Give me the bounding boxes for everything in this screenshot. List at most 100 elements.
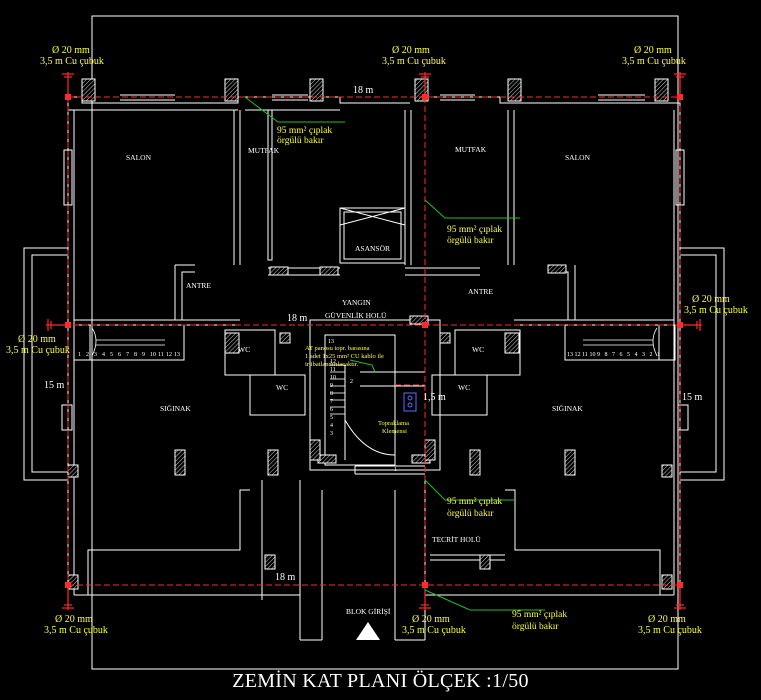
rod-tr-len: 3,5 m Cu çubuk	[622, 56, 686, 67]
dim-mid-short: 1,5 m	[423, 392, 446, 403]
room-salon-right: SALON	[565, 153, 591, 162]
rod-bc-dia: Ø 20 mm	[412, 614, 450, 625]
stair-step-number: 5	[330, 415, 333, 421]
at-note-1: AT panosu topr. barasına	[305, 345, 370, 352]
cond-2-l1: 95 mm² çıplak	[447, 225, 502, 235]
stair-step-number: 2	[350, 379, 353, 385]
room-antre-right: ANTRE	[468, 287, 493, 296]
stair-step-number: 8	[605, 352, 608, 358]
rod-tl-dia: Ø 20 mm	[52, 45, 90, 56]
rod-bc-len: 3,5 m Cu çubuk	[402, 625, 466, 636]
stair-step-number: 5	[110, 352, 113, 358]
cond-1-l1: 95 mm² çıplak	[277, 126, 332, 136]
stair-step-number: 5	[627, 352, 630, 358]
stair-step-number: 12	[575, 352, 581, 358]
cond-3-l2: örgülü bakır	[447, 509, 494, 519]
stair-step-number: 13	[328, 339, 334, 345]
grounding-nodes	[65, 94, 683, 588]
drawing-title: ZEMİN KAT PLANI ÖLÇEK :1/50	[232, 670, 529, 692]
stair-step-number: 3	[94, 352, 97, 358]
cond-1-l2: örgülü bakır	[277, 136, 324, 146]
room-mutfak-right: MUTFAK	[455, 145, 487, 154]
grounding-ring	[46, 96, 700, 586]
stair-step-number: 12	[330, 359, 336, 365]
stair-step-number: 7	[330, 399, 333, 405]
stair-step-number: 7	[612, 352, 615, 358]
room-yangin: YANGIN	[342, 298, 371, 307]
rod-bl-dia: Ø 20 mm	[55, 614, 93, 625]
stair-step-number: 1	[78, 352, 81, 358]
stair-step-number: 6	[620, 352, 623, 358]
stair-step-number: 3	[330, 431, 333, 437]
stair-step-number: 8	[330, 391, 333, 397]
stair-step-number: 8	[134, 352, 137, 358]
stair-step-number: 11	[330, 367, 336, 373]
at-note-3: irtibatlandırılacaktır.	[305, 361, 359, 368]
earth-rod-icons	[46, 72, 702, 610]
stair-step-number: 13	[174, 352, 180, 358]
room-salon-left: SALON	[126, 153, 152, 162]
cond-2-l2: örgülü bakır	[447, 236, 494, 246]
rod-tc-dia: Ø 20 mm	[392, 45, 430, 56]
room-siginak-right: SIĞINAK	[552, 403, 583, 413]
stair-step-number: 4	[330, 423, 333, 429]
room-wc-3: WC	[472, 345, 484, 354]
stair-step-number: 2	[650, 352, 653, 358]
stair-step-number: 13	[567, 352, 573, 358]
rod-mr-len: 3,5 m Cu çubuk	[684, 305, 748, 316]
room-wc-1: WC	[238, 345, 250, 354]
leader-lines	[244, 96, 545, 611]
room-siginak-left: SIĞINAK	[160, 403, 191, 413]
dim-right: 15 m	[682, 392, 703, 403]
room-blok-girisi: BLOK GİRİŞİ	[346, 607, 391, 616]
stair-step-number: 6	[118, 352, 121, 358]
stair-step-number: 7	[126, 352, 129, 358]
earth-note-2: Klemensi	[382, 428, 407, 435]
room-wc-2: WC	[276, 383, 288, 392]
stair-step-number: 1	[394, 467, 397, 473]
outer-frame	[91, 15, 679, 670]
stair-step-number: 10	[330, 375, 336, 381]
rod-br-dia: Ø 20 mm	[648, 614, 686, 625]
rod-br-len: 3,5 m Cu çubuk	[638, 625, 702, 636]
dim-top: 18 m	[353, 85, 374, 96]
stair-step-number: 10	[150, 352, 156, 358]
entrance-arrow-icon	[356, 622, 380, 640]
room-asansor: ASANSÖR	[355, 244, 390, 253]
room-antre-left: ANTRE	[186, 281, 211, 290]
stair-step-number: 10	[590, 352, 596, 358]
stair-step-number: 9	[330, 383, 333, 389]
walls	[23, 15, 725, 670]
stair-step-number: 2	[86, 352, 89, 358]
earth-terminal-icon	[407, 395, 413, 408]
at-note-2: 1 adet 1x25 mm² CU kablo ile	[305, 353, 384, 360]
rod-mr-dia: Ø 20 mm	[692, 294, 730, 305]
room-mutfak-left: MUTFAK	[248, 146, 280, 155]
cond-4-l1: 95 mm² çıplak	[512, 610, 567, 620]
dim-mid: 18 m	[287, 313, 308, 324]
rod-tr-dia: Ø 20 mm	[634, 45, 672, 56]
stair-step-number: 9	[142, 352, 145, 358]
stair-step-number: 3	[642, 352, 645, 358]
cond-4-l2: örgülü bakır	[512, 622, 559, 632]
stair-step-number: 1	[657, 352, 660, 358]
rod-ml-len: 3,5 m Cu çubuk	[6, 345, 70, 356]
stair-step-number: 9	[597, 352, 600, 358]
rod-tc-len: 3,5 m Cu çubuk	[382, 56, 446, 67]
rod-bl-len: 3,5 m Cu çubuk	[44, 625, 108, 636]
stair-step-number: 11	[582, 352, 588, 358]
rod-tl-len: 3,5 m Cu çubuk	[40, 56, 104, 67]
earth-note-1: Topraklama	[378, 420, 409, 427]
room-guvenlik-holu: GÜVENLİK HOLÜ	[325, 311, 387, 320]
cond-3-l1: 95 mm² çıplak	[447, 497, 502, 507]
stair-treads	[91, 327, 658, 415]
dim-bottom: 18 m	[275, 572, 296, 583]
stair-step-number: 11	[158, 352, 164, 358]
stair-step-number: 4	[102, 352, 105, 358]
rod-ml-dia: Ø 20 mm	[18, 334, 56, 345]
stair-step-number: 12	[166, 352, 172, 358]
